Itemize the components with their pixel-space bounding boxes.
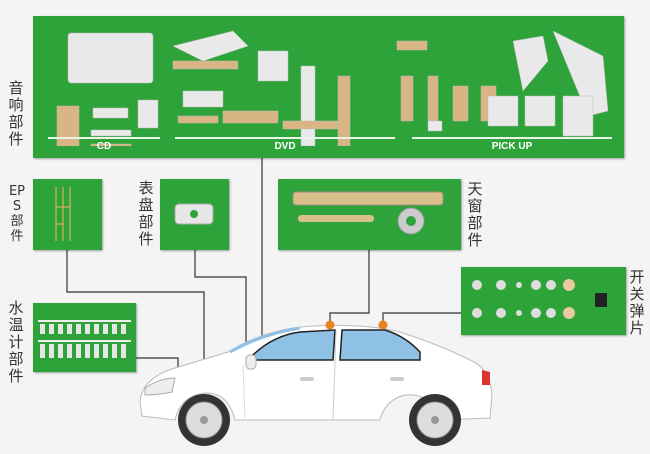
audio-parts-panel	[33, 16, 624, 158]
dial-part-image	[174, 203, 214, 225]
label-water-temp-parts: 水温计部件	[8, 299, 24, 385]
label-switch-parts: 开关弹片	[629, 268, 645, 337]
front-wheel	[178, 394, 230, 446]
eps-part-image	[55, 187, 71, 241]
water-temp-parts-panel	[33, 303, 136, 372]
connector-dot-sunroof	[325, 320, 335, 330]
switch-parts-images	[472, 279, 607, 319]
dvd-underline	[175, 137, 395, 139]
section-label-dvd: DVD	[274, 141, 296, 152]
car-illustration	[139, 320, 493, 446]
section-label-cd: CD	[96, 141, 112, 152]
sunroof-parts-panel	[278, 179, 461, 250]
label-audio-parts: 音响部件	[8, 79, 24, 148]
connector-dot-switch	[378, 320, 388, 330]
section-label-pickup: PICK UP	[491, 141, 533, 152]
label-eps-parts: EPS部件	[8, 184, 26, 244]
audio-parts-images	[56, 30, 609, 146]
cd-underline	[48, 137, 160, 139]
rear-wheel	[409, 394, 461, 446]
dial-parts-panel	[160, 179, 229, 250]
label-sunroof-parts: 天窗部件	[467, 180, 483, 249]
pickup-underline	[412, 137, 612, 139]
label-dial-parts: 表盘部件	[138, 179, 154, 248]
connector-lines	[66, 158, 461, 372]
eps-parts-panel	[33, 179, 102, 250]
switch-parts-panel	[461, 267, 626, 335]
sunroof-parts-images	[292, 191, 444, 235]
water-temp-parts-images	[38, 320, 131, 358]
